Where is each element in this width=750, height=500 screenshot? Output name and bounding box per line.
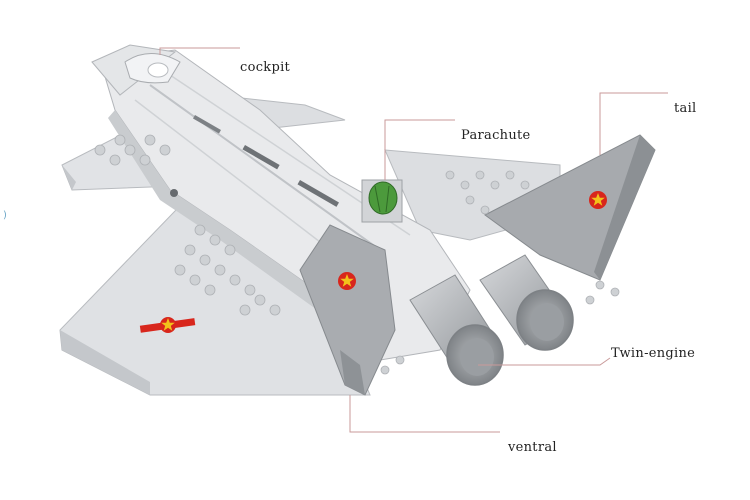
label-parachute: Parachute	[461, 128, 531, 143]
engine-left	[409, 274, 504, 386]
label-cockpit: cockpit	[240, 60, 291, 75]
red-star-insignia-icon	[139, 317, 196, 333]
wing-studs	[94, 134, 620, 375]
parachute-pack	[368, 181, 398, 215]
engine-right	[479, 254, 574, 351]
edge-mark: )	[3, 210, 7, 221]
red-star-insignia-icon	[338, 272, 356, 290]
label-tail: tail	[674, 101, 697, 116]
label-twin-engine: Twin-engine	[611, 346, 696, 361]
red-star-insignia-icon	[589, 191, 607, 209]
leader-lines	[159, 47, 668, 433]
label-ventral: ventral	[508, 440, 557, 455]
